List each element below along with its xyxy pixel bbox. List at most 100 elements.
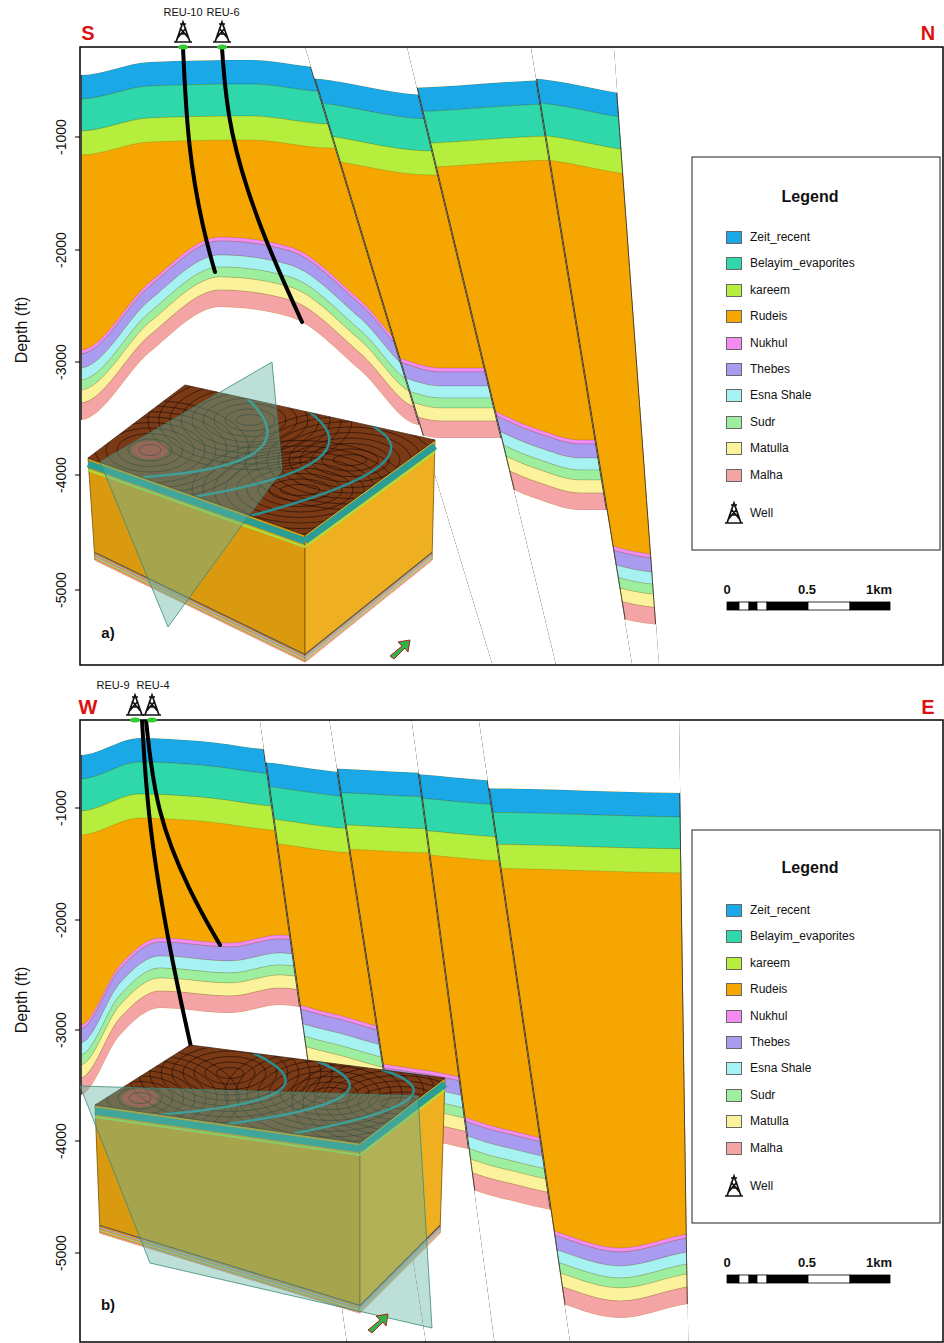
legend-text: kareem bbox=[750, 957, 790, 970]
legend-swatch bbox=[726, 310, 742, 323]
fault-line bbox=[475, 720, 689, 1342]
scale-number: 0.5 bbox=[798, 1256, 816, 1270]
legend-text: Well bbox=[750, 1180, 773, 1193]
legend-text: Sudr bbox=[750, 1089, 775, 1102]
legend-swatch bbox=[726, 416, 742, 429]
section-plane bbox=[100, 362, 282, 627]
legend-swatch bbox=[726, 1036, 742, 1049]
well-name: REU-6 bbox=[206, 6, 239, 18]
legend-text: Zeit_recent bbox=[750, 904, 810, 917]
depth-tick: -1000 bbox=[54, 790, 69, 826]
frame bbox=[80, 47, 943, 665]
axis-title: Depth (ft) bbox=[13, 967, 31, 1034]
scale-bar bbox=[739, 602, 749, 610]
legend-text: Zeit_recent bbox=[750, 231, 810, 244]
scale-number: 1km bbox=[866, 1256, 892, 1270]
legend-text: Rudeis bbox=[750, 984, 787, 997]
well-symbol bbox=[725, 1176, 743, 1196]
well-name: REU-10 bbox=[163, 6, 202, 18]
legend-text: kareem bbox=[750, 284, 790, 297]
legend-text: Esna Shale bbox=[750, 390, 811, 403]
north-arrow bbox=[390, 640, 410, 659]
depth-tick: -5000 bbox=[54, 1235, 69, 1271]
legend-box bbox=[692, 157, 940, 550]
depth-tick: -3000 bbox=[54, 1012, 69, 1048]
legend-title: Legend bbox=[782, 859, 839, 877]
layer bbox=[340, 788, 820, 817]
depth-tick: -1000 bbox=[54, 119, 69, 155]
legend-swatch bbox=[726, 389, 742, 402]
cross-section-panel bbox=[0, 0, 944, 900]
layer bbox=[410, 553, 790, 625]
well-path bbox=[222, 48, 302, 322]
fault-block bbox=[80, 47, 943, 665]
well-symbol bbox=[143, 695, 161, 715]
legend-text: Rudeis bbox=[750, 311, 787, 324]
fault-block bbox=[80, 720, 943, 1342]
scale-number: 0.5 bbox=[798, 583, 816, 597]
fault-block bbox=[80, 47, 943, 665]
panel-tag: a) bbox=[101, 625, 114, 642]
legend-text: Well bbox=[750, 507, 773, 520]
scale-bar bbox=[767, 602, 808, 610]
legend-swatch bbox=[726, 469, 742, 482]
well-path bbox=[146, 720, 220, 945]
legend-text: Nukhul bbox=[750, 337, 787, 350]
fault-line bbox=[526, 47, 663, 665]
frame bbox=[80, 720, 943, 1342]
legend-swatch bbox=[726, 363, 742, 376]
depth-tick: -5000 bbox=[54, 572, 69, 608]
legend-swatch bbox=[726, 983, 742, 996]
scale-bar bbox=[727, 602, 739, 610]
legend-text: Matulla bbox=[750, 1116, 789, 1129]
legend-text: Esna Shale bbox=[750, 1063, 811, 1076]
scale-bar bbox=[850, 1275, 890, 1283]
legend-swatch bbox=[726, 930, 742, 943]
legend-swatch bbox=[726, 904, 742, 917]
well-path bbox=[183, 48, 215, 272]
scale-bar bbox=[739, 1275, 749, 1283]
inset-3d-model bbox=[41, 1024, 508, 1329]
legend-text: Nukhul bbox=[750, 1010, 787, 1023]
fault-block bbox=[80, 720, 943, 1342]
scale-bar bbox=[757, 1275, 767, 1283]
legend-text: Thebes bbox=[750, 363, 790, 376]
legend-swatch bbox=[726, 257, 742, 270]
legend-text: Belayim_evaporites bbox=[750, 931, 855, 944]
legend-swatch bbox=[726, 337, 742, 350]
fault-block bbox=[80, 720, 943, 1342]
fault-block bbox=[80, 47, 943, 665]
legend-swatch bbox=[726, 442, 742, 455]
cross-section-panel bbox=[0, 653, 944, 1343]
scale-bar bbox=[767, 1275, 808, 1283]
legend-title: Legend bbox=[782, 188, 839, 206]
scale-bar bbox=[749, 1275, 757, 1283]
scale-bar bbox=[727, 1275, 739, 1283]
scale-bar bbox=[757, 602, 767, 610]
fault-block bbox=[80, 720, 943, 1342]
direction-letter: E bbox=[921, 696, 934, 718]
direction-letter: N bbox=[921, 22, 935, 44]
legend-text: Matulla bbox=[750, 443, 789, 456]
legend-text: Belayim_evaporites bbox=[750, 258, 855, 271]
axis-title: Depth (ft) bbox=[13, 297, 31, 364]
direction-letter: S bbox=[81, 22, 94, 44]
legend-swatch bbox=[726, 957, 742, 970]
scale-bar bbox=[808, 1275, 850, 1283]
scale-bar bbox=[808, 602, 850, 610]
inset-3d-model bbox=[51, 362, 455, 662]
well-symbol bbox=[174, 22, 192, 42]
legend-swatch bbox=[726, 284, 742, 297]
well-symbol bbox=[725, 503, 743, 523]
layer bbox=[280, 80, 680, 112]
fault-block bbox=[80, 47, 943, 665]
legend-swatch bbox=[726, 231, 742, 244]
depth-tick: -3000 bbox=[54, 344, 69, 380]
well-path bbox=[142, 720, 193, 1056]
scale-bar bbox=[850, 602, 890, 610]
fault-block bbox=[80, 720, 943, 1342]
legend-swatch bbox=[726, 1062, 742, 1075]
legend-box bbox=[692, 830, 940, 1223]
scale-bar bbox=[749, 602, 757, 610]
well-symbol bbox=[213, 22, 231, 42]
